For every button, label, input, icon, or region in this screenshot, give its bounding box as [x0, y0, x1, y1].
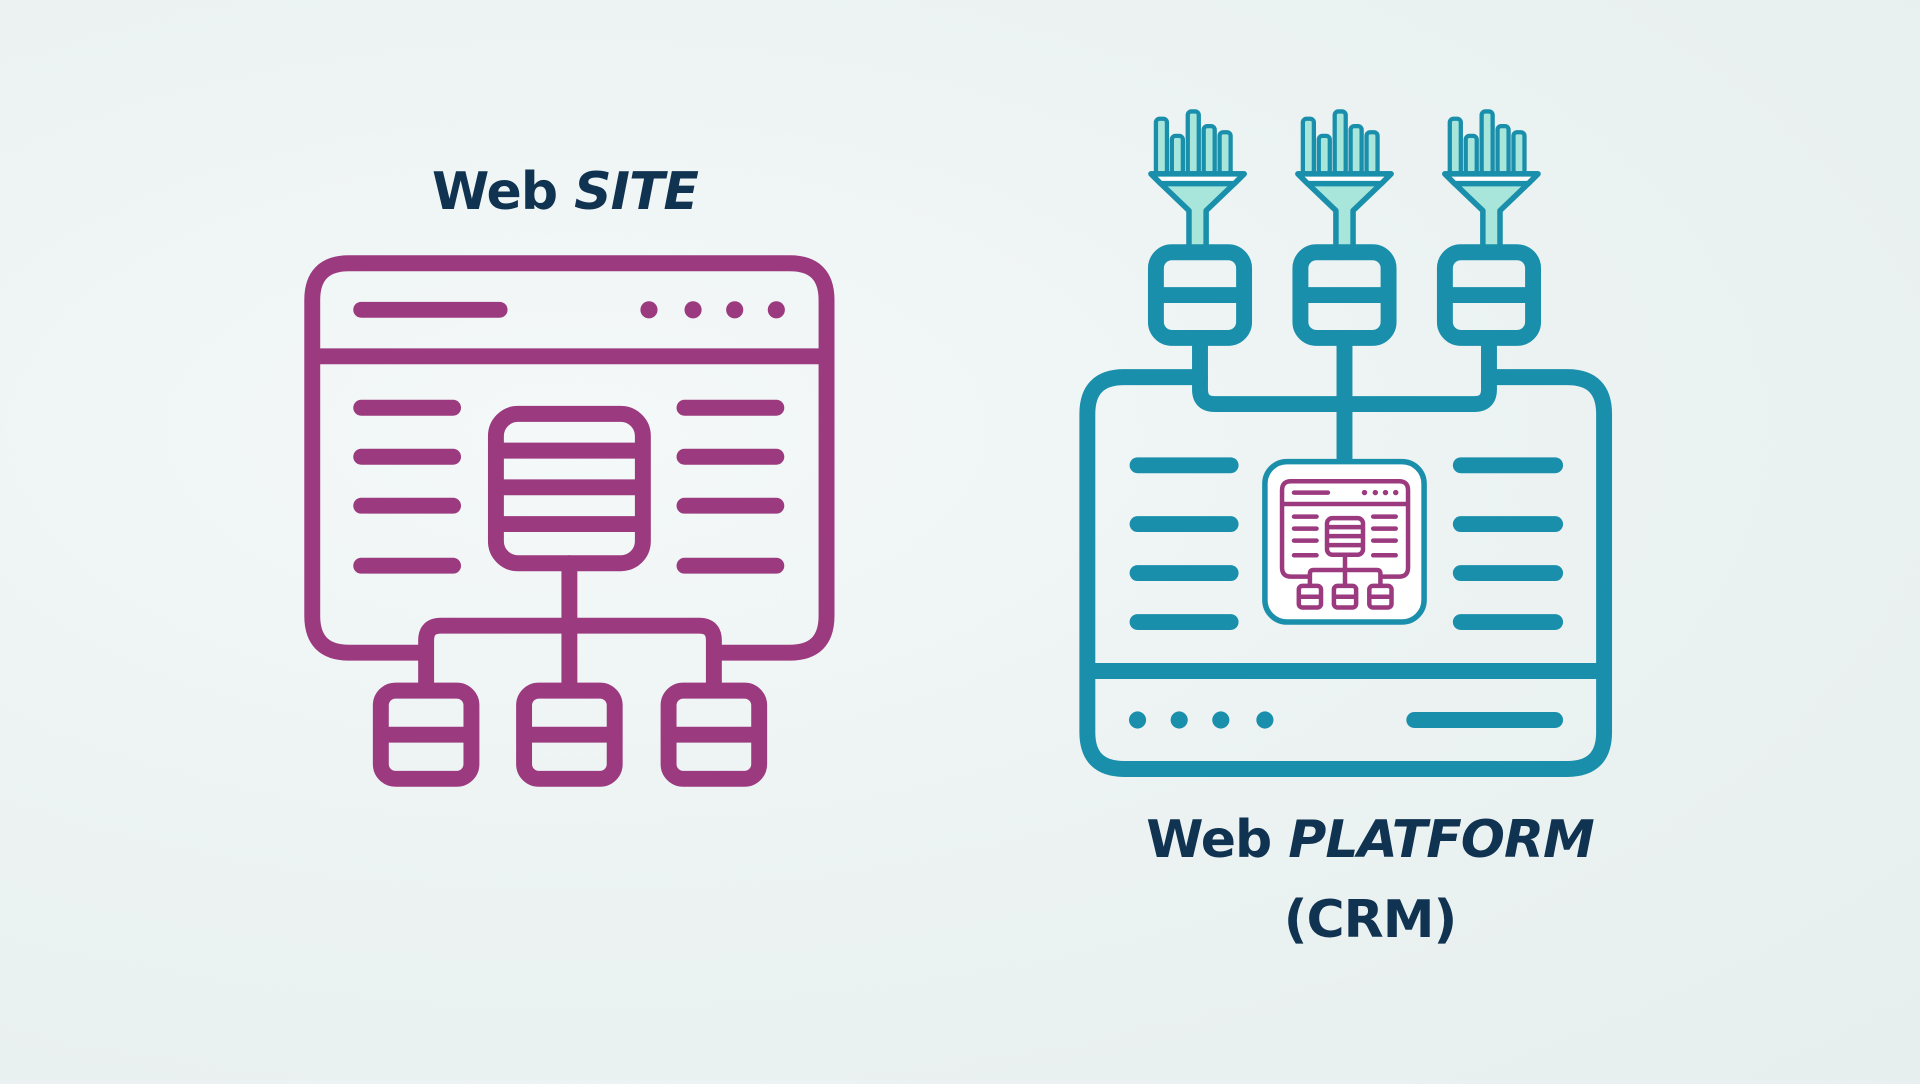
platform-icon [1079, 109, 1613, 777]
website-menu-dots [640, 301, 785, 319]
website-title: Web SITE [420, 162, 710, 222]
funnel-bar [1217, 130, 1233, 177]
funnel-bar [1463, 133, 1479, 177]
funnel-bar [1332, 109, 1348, 177]
funnel-icon [1295, 109, 1394, 251]
funnel-bar [1348, 123, 1364, 177]
database-icon [1436, 244, 1542, 346]
funnel-bar [1479, 109, 1495, 177]
platform-source-databases [1147, 244, 1542, 346]
funnel-group [1148, 109, 1541, 251]
funnel-bar [1153, 116, 1170, 177]
website-text-lines-left [353, 399, 462, 574]
website-window-frame [304, 255, 835, 661]
website-text-lines-right [676, 399, 785, 574]
database-icon [372, 682, 480, 787]
platform-title-plain: Web [1146, 810, 1272, 870]
website-title-plain: Web [432, 162, 558, 222]
funnel-rim [1148, 171, 1247, 187]
platform-menu-dots [1128, 711, 1274, 729]
funnel-bar [1364, 130, 1380, 177]
platform-text-lines-left [1129, 457, 1239, 630]
platform-title-emphasis: PLATFORM [1288, 810, 1594, 870]
funnel-bar [1300, 116, 1317, 177]
funnel-bar [1447, 116, 1463, 177]
funnel-icon [1442, 109, 1541, 251]
funnel-bar [1169, 133, 1185, 177]
database-icon [1147, 244, 1253, 346]
funnel-bar [1201, 123, 1217, 177]
website-title-emphasis: SITE [574, 162, 699, 222]
funnel-rim [1295, 171, 1394, 187]
database-icon [660, 682, 768, 787]
platform-window-frame [1079, 369, 1613, 777]
funnel-bar [1511, 130, 1527, 177]
website-connector-tree [418, 555, 722, 697]
embedded-website-icon [1262, 458, 1427, 625]
database-icon [1292, 244, 1397, 346]
funnel-icon [1148, 109, 1247, 251]
funnel-bar [1185, 109, 1201, 177]
platform-connector-tree [1192, 330, 1497, 470]
platform-text-lines-right [1452, 457, 1564, 630]
platform-title-line: Web PLATFORM [1120, 800, 1620, 880]
website-database-icon [487, 405, 651, 572]
funnel-bar [1495, 123, 1511, 177]
platform-title: Web PLATFORM (CRM) [1120, 800, 1620, 960]
funnel-rim [1442, 171, 1541, 187]
database-icon [516, 682, 623, 787]
website-child-databases [372, 682, 768, 787]
website-icon [304, 255, 835, 787]
platform-subtitle: (CRM) [1283, 890, 1457, 950]
funnel-bar [1316, 133, 1332, 177]
